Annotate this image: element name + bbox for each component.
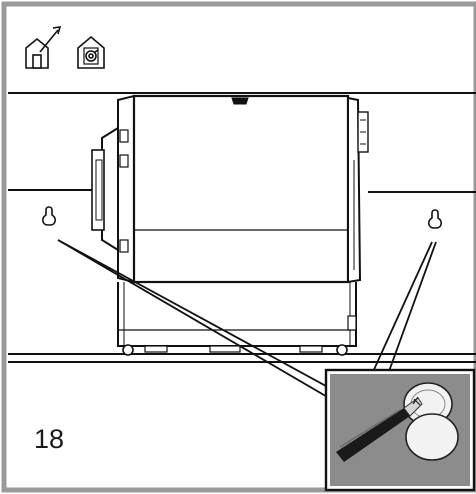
keyhole-mounting-slot-left	[42, 206, 56, 226]
recirculation-mode-icon	[77, 35, 105, 69]
keyhole-mounting-slot-right	[428, 209, 442, 229]
screwdriver-screw-detail-inset	[324, 368, 476, 492]
ducted-extraction-mode-icon	[25, 26, 62, 69]
motor-blower-unit	[91, 94, 369, 356]
hood-panel-outline	[8, 92, 476, 363]
step-number: 18	[34, 424, 65, 454]
